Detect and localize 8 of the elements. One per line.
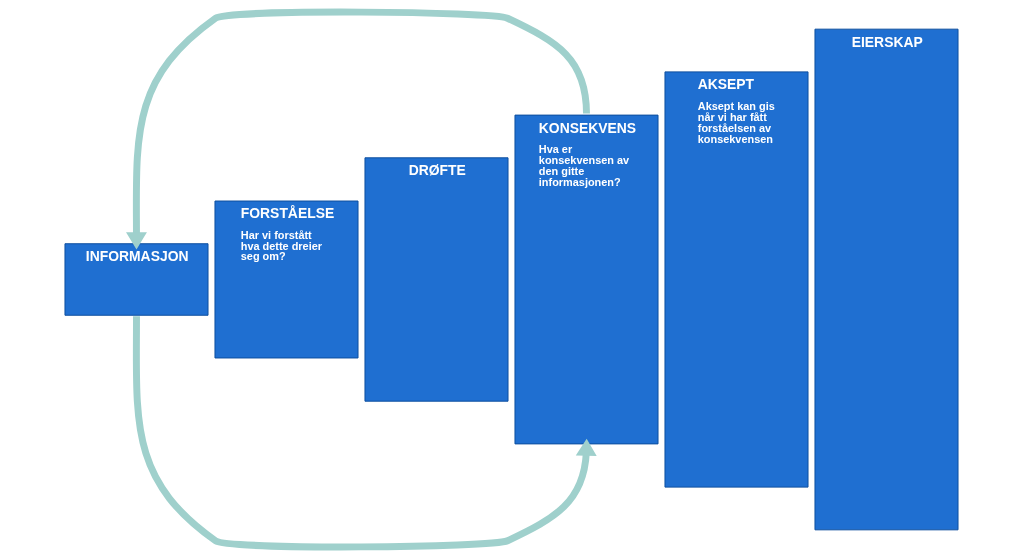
arrow <box>125 8 590 250</box>
node-box: AKSEPT Aksept kan gis når vi har fått forståelsen av konsekvensen <box>664 71 809 488</box>
node-box: FORSTÅELSE Har vi forstått hva dette dreier seg om? <box>213 200 358 359</box>
node-box: INFORMASJON <box>63 243 208 316</box>
node-box: DRØFTE <box>364 157 508 402</box>
node-box: KONSEKVENS Hva er konsekvensen av den gitte informasjonen? <box>514 114 658 445</box>
arrow <box>132 316 597 551</box>
node-box: EIERSKAP <box>814 28 959 531</box>
